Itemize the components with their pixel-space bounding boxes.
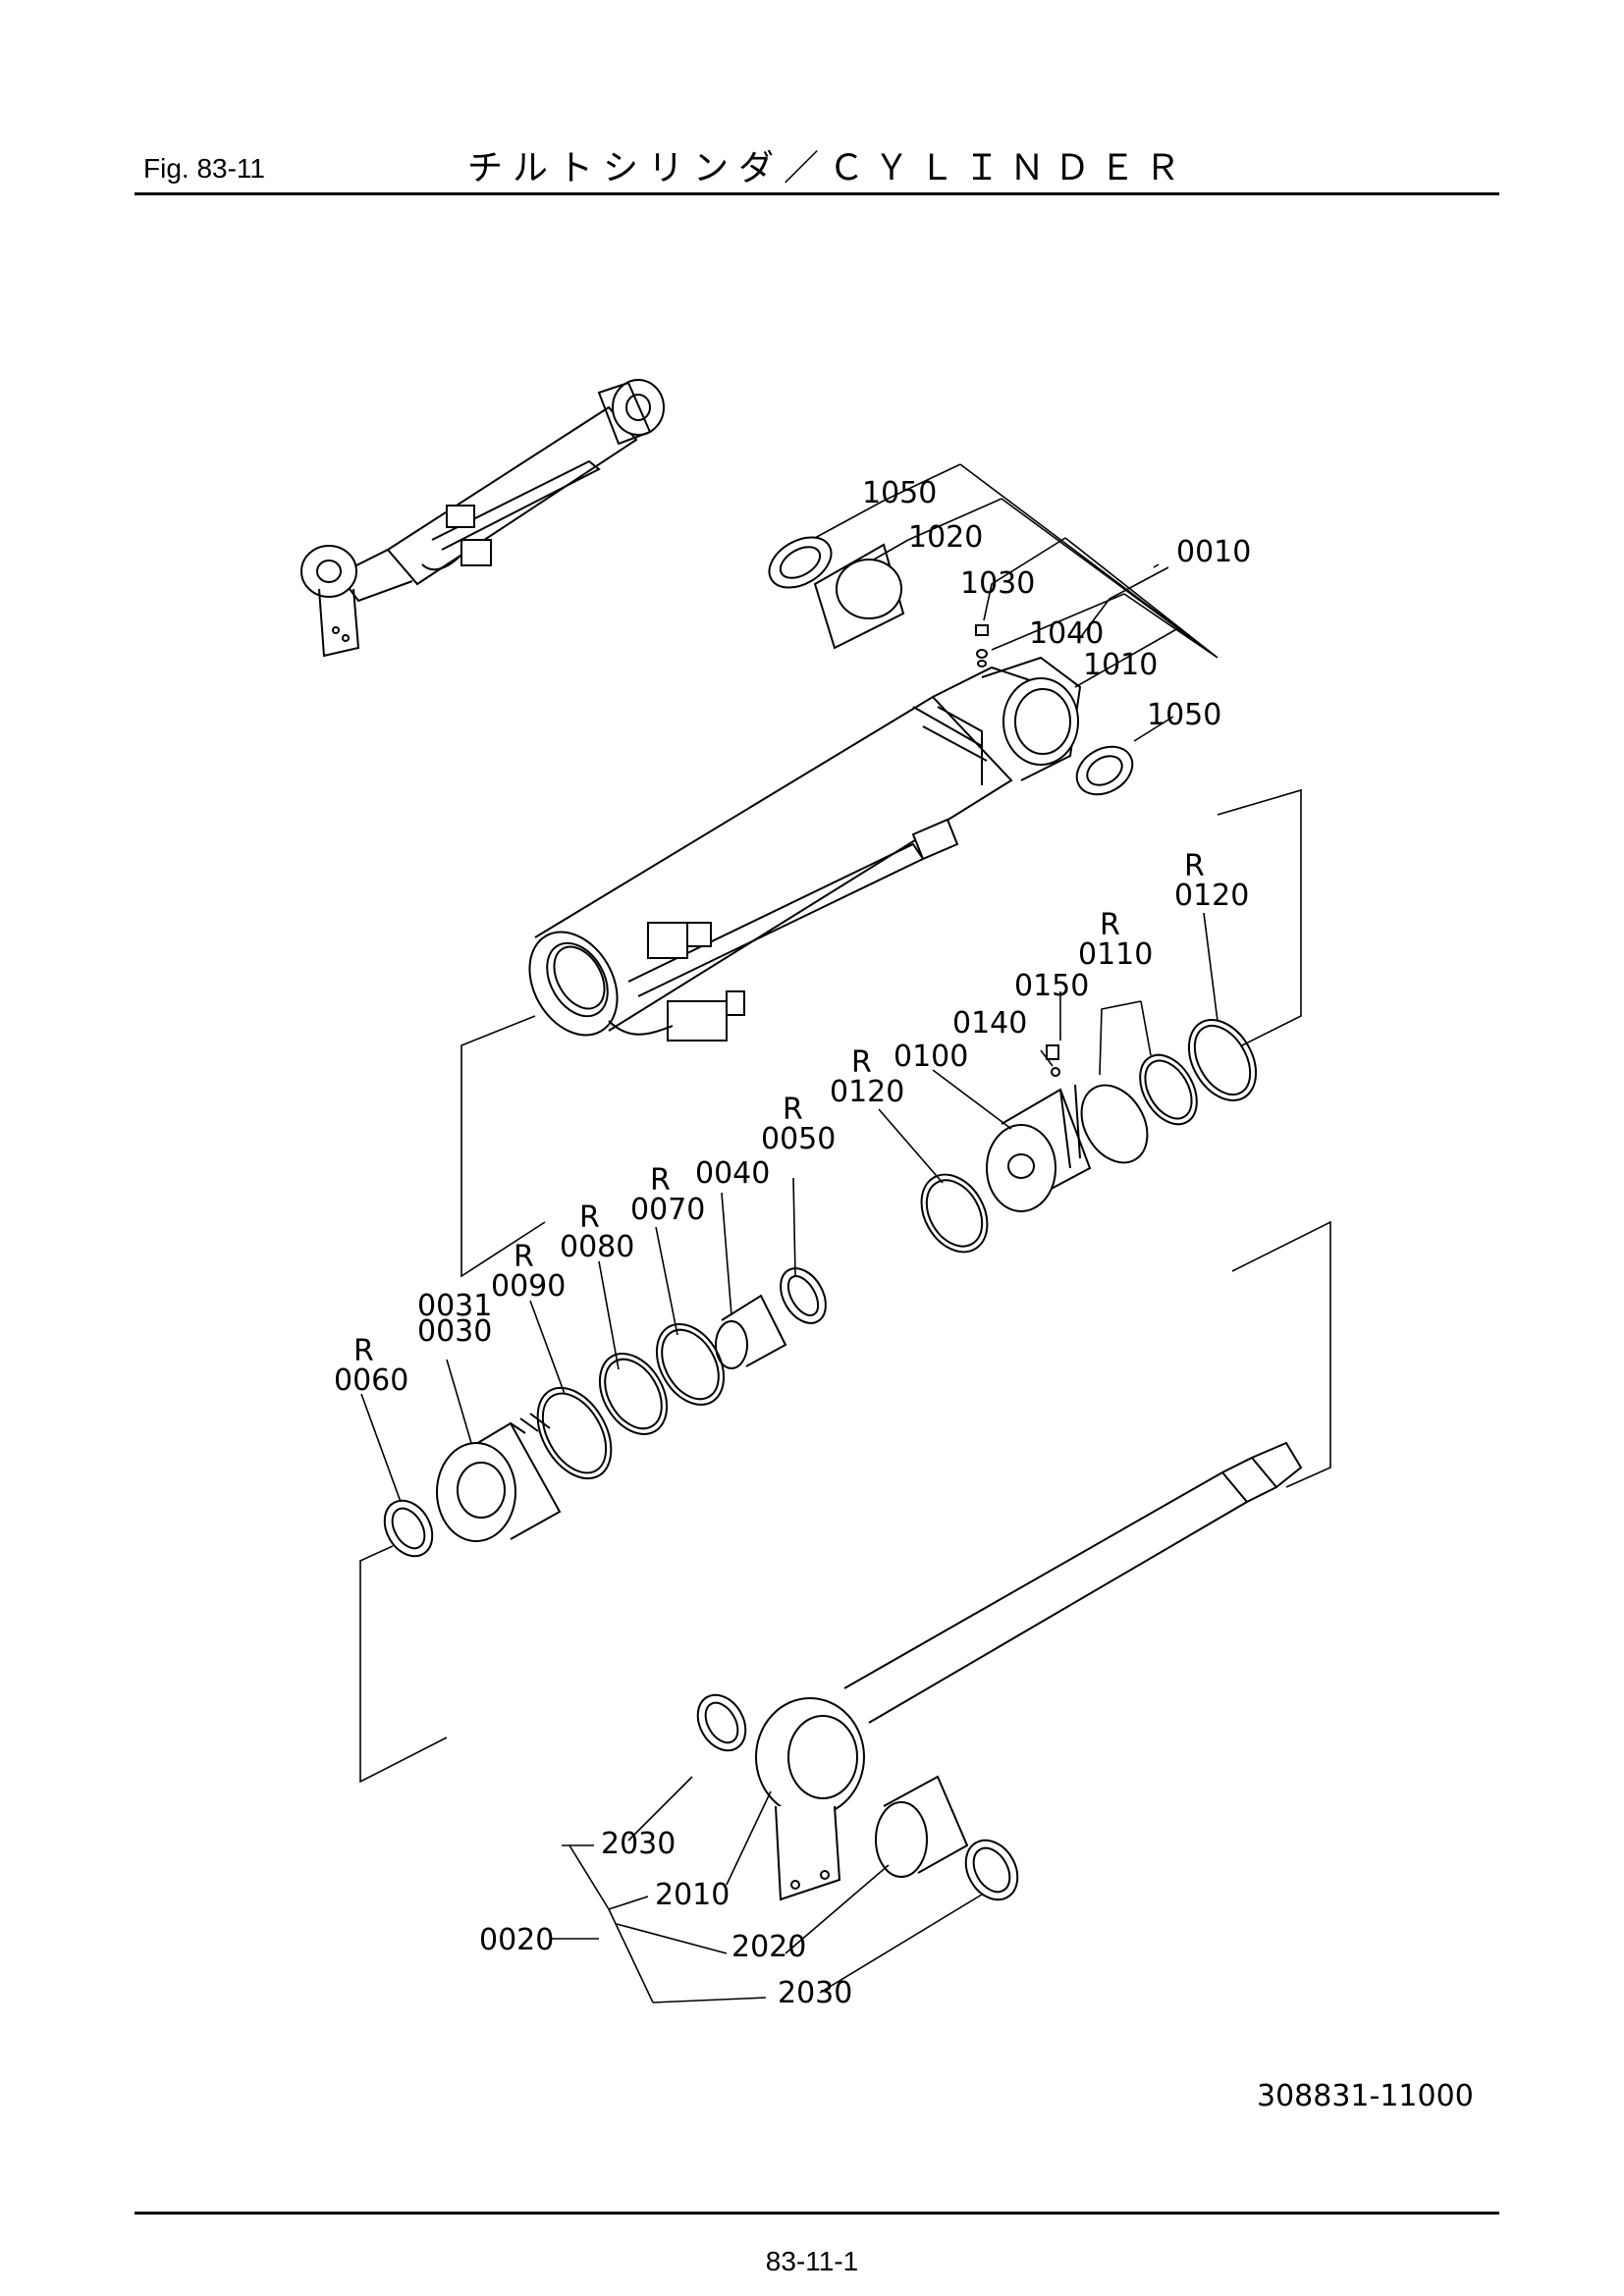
grease-fitting-parts — [768, 536, 1134, 796]
label-0110-r-marker: R — [1100, 908, 1120, 942]
label-1050-right: 1050 — [1147, 698, 1221, 732]
label-2030-upper: 2030 — [601, 1827, 676, 1861]
label-0040: 0040 — [695, 1156, 770, 1191]
header-rule — [135, 192, 1499, 195]
drawing-number: 308831-11000 — [1257, 2079, 1474, 2113]
label-0050: 0050 — [761, 1122, 836, 1156]
piston-group — [383, 1019, 1258, 1558]
assembly-bracket-lines — [359, 788, 1331, 1784]
label-1030: 1030 — [960, 566, 1035, 601]
label-0020: 0020 — [479, 1923, 554, 1957]
label-1010: 1010 — [1083, 648, 1158, 682]
label-2020: 2020 — [731, 1930, 806, 1964]
label-0080-r-marker: R — [579, 1201, 600, 1235]
label-0110: 0110 — [1078, 937, 1153, 972]
page-number: 83-11-1 — [765, 2246, 859, 2276]
label-0070-r-marker: R — [650, 1163, 671, 1198]
page-title: チルトシリンダ／ＣＹＬＩＮＤＥＲ — [466, 148, 1190, 188]
cylinder-barrel — [528, 656, 1082, 1041]
piston-rod — [696, 1441, 1303, 1901]
assembled-cylinder-thumbnail — [300, 379, 665, 658]
label-0050-r-marker: R — [783, 1093, 803, 1127]
label-2010: 2010 — [655, 1878, 730, 1912]
figure-number: Fig. 83-11 — [143, 153, 265, 184]
label-0100: 0100 — [893, 1040, 968, 1074]
label-2030-lower: 2030 — [778, 1976, 852, 2010]
label-0060-r-marker: R — [353, 1334, 374, 1368]
part-number-labels: 1050 1020 0010 1030 1040 1010 1050 R 012… — [334, 476, 1251, 2010]
label-0010: 0010 — [1176, 535, 1251, 569]
label-0031: 0031 — [417, 1289, 492, 1323]
label-0120-r-marker-lower: R — [851, 1045, 872, 1080]
label-1020: 1020 — [908, 520, 983, 555]
leader-lines — [360, 463, 1218, 2003]
label-0140: 0140 — [952, 1006, 1027, 1041]
label-0090: 0090 — [491, 1269, 566, 1304]
label-0120-upper: 0120 — [1174, 879, 1249, 913]
label-0060: 0060 — [334, 1363, 408, 1398]
label-0150: 0150 — [1014, 969, 1089, 1003]
label-1040: 1040 — [1029, 616, 1104, 651]
label-0030: 0030 — [417, 1314, 492, 1349]
footer-rule — [135, 2212, 1499, 2215]
label-1050-top: 1050 — [862, 476, 937, 510]
label-0080: 0080 — [560, 1230, 634, 1264]
label-0120-r-marker: R — [1184, 849, 1205, 883]
label-0120-lower: 0120 — [830, 1075, 904, 1109]
label-0090-r-marker: R — [514, 1240, 534, 1274]
label-0070: 0070 — [630, 1193, 705, 1227]
